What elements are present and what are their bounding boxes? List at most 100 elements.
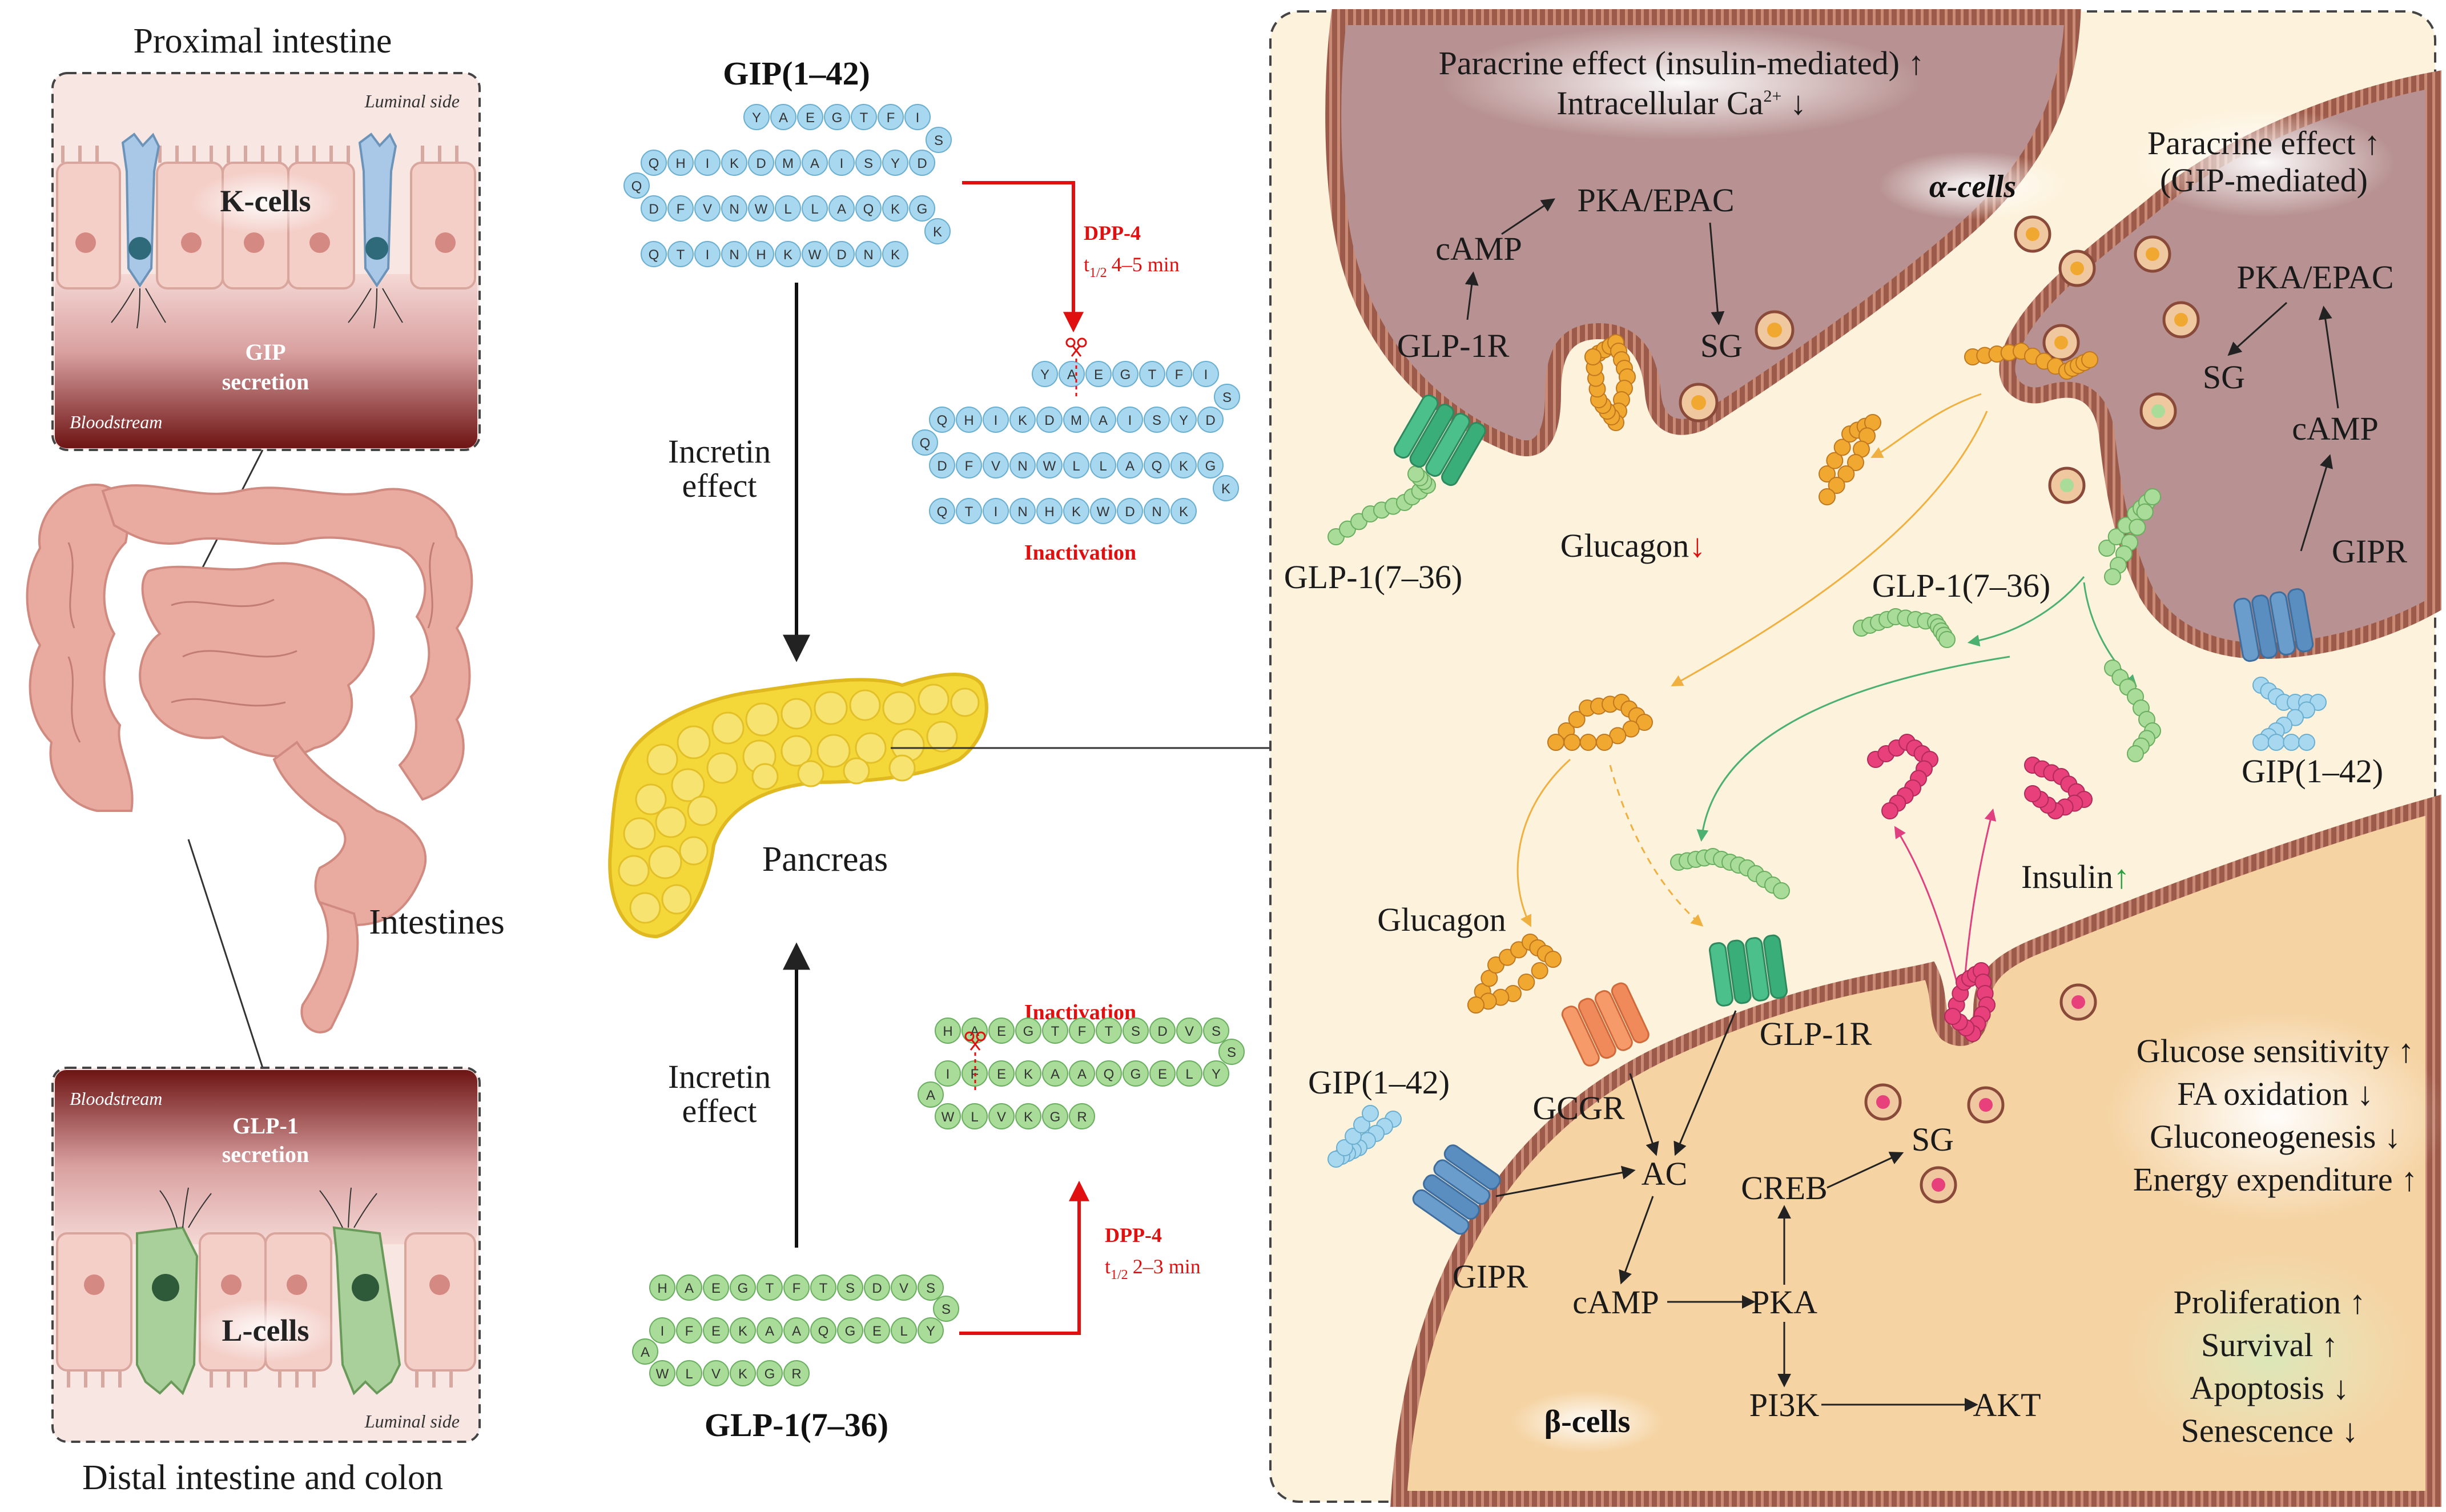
svg-text:Y: Y bbox=[891, 156, 900, 171]
svg-text:Q: Q bbox=[920, 436, 931, 451]
residue: L bbox=[1063, 452, 1089, 478]
svg-text:Q: Q bbox=[818, 1324, 829, 1339]
residue: V bbox=[988, 1103, 1015, 1129]
residue: K bbox=[1015, 1103, 1041, 1129]
svg-text:G: G bbox=[1205, 459, 1216, 474]
residue: Y bbox=[743, 104, 770, 130]
alpha2-arrow-pka-sg bbox=[2227, 301, 2288, 356]
alpha2-arrow-gipr-camp bbox=[2300, 454, 2333, 552]
residue: D bbox=[1197, 407, 1224, 433]
svg-text:A: A bbox=[641, 1345, 650, 1360]
bottom-bloodstream: Bloodstream bbox=[70, 1088, 162, 1109]
residue: G bbox=[837, 1317, 863, 1344]
pancreas-label: Pancreas bbox=[762, 840, 888, 879]
svg-text:V: V bbox=[703, 202, 712, 217]
residue: A bbox=[1042, 1060, 1068, 1087]
svg-text:S: S bbox=[1222, 390, 1232, 405]
hormone-chain bbox=[2252, 677, 2327, 751]
svg-text:Q: Q bbox=[631, 179, 642, 194]
residue: R bbox=[783, 1360, 810, 1386]
hormone-chain bbox=[1670, 848, 1790, 899]
svg-text:K: K bbox=[738, 1324, 747, 1339]
alpha1-pka-epac: PKA/EPAC bbox=[1577, 182, 1734, 219]
svg-text:K: K bbox=[933, 224, 942, 240]
alpha1-camp: cAMP bbox=[1435, 230, 1522, 267]
svg-text:G: G bbox=[765, 1366, 775, 1382]
glp1-dpp4-arrow bbox=[959, 1180, 1089, 1335]
residue: I bbox=[1117, 407, 1143, 433]
svg-text:T: T bbox=[965, 504, 973, 520]
residue: Q bbox=[641, 241, 667, 267]
svg-text:N: N bbox=[729, 202, 739, 217]
residue: H bbox=[1036, 498, 1063, 524]
hormone-chain bbox=[2024, 757, 2093, 819]
k-cell-secretion-lines bbox=[111, 288, 403, 329]
residue: K bbox=[1170, 498, 1197, 524]
svg-text:G: G bbox=[738, 1281, 749, 1296]
residue: S bbox=[918, 1274, 944, 1301]
residue: A bbox=[1069, 1060, 1095, 1087]
residue: R bbox=[1069, 1103, 1095, 1129]
svg-text:E: E bbox=[997, 1067, 1006, 1082]
svg-text:H: H bbox=[675, 156, 685, 171]
svg-text:T: T bbox=[766, 1281, 774, 1296]
svg-text:T: T bbox=[677, 247, 685, 263]
residue: N bbox=[1009, 452, 1036, 478]
residue: E bbox=[703, 1317, 729, 1344]
svg-text:I: I bbox=[994, 413, 998, 428]
glp1-title: GLP-1(7–36) bbox=[705, 1406, 888, 1443]
alpha2-arrow-camp-pka bbox=[2318, 305, 2339, 409]
svg-text:K: K bbox=[738, 1366, 747, 1382]
svg-text:V: V bbox=[997, 1109, 1006, 1125]
residue: K bbox=[730, 1360, 756, 1386]
residue: I bbox=[1193, 361, 1219, 387]
residue: K bbox=[1170, 452, 1197, 478]
svg-text:E: E bbox=[997, 1024, 1006, 1039]
residue: D bbox=[828, 241, 855, 267]
svg-text:A: A bbox=[1125, 459, 1135, 474]
residue: Y bbox=[1170, 407, 1197, 433]
residue: T bbox=[757, 1274, 783, 1301]
svg-text:G: G bbox=[1131, 1067, 1141, 1082]
glp1-left-label: GLP-1(7–36) bbox=[1284, 558, 1463, 596]
alpha1-glp1r-receptor bbox=[1393, 394, 1486, 486]
glp1-dpp4-label: DPP-4 bbox=[1105, 1224, 1162, 1246]
glp1-secretion-1: GLP-1 bbox=[232, 1113, 299, 1139]
residue: N bbox=[1144, 498, 1170, 524]
residue: F bbox=[956, 452, 982, 478]
residue: Q bbox=[1144, 452, 1170, 478]
distal-intestine-title: Distal intestine and colon bbox=[82, 1458, 443, 1497]
residue: V bbox=[983, 452, 1009, 478]
svg-text:T: T bbox=[1051, 1024, 1060, 1039]
bottom-luminal-side: Luminal side bbox=[364, 1411, 460, 1431]
alpha2-secretory-granules bbox=[2014, 215, 2200, 504]
svg-text:S: S bbox=[1227, 1045, 1236, 1060]
residue: S bbox=[926, 127, 952, 153]
svg-text:K: K bbox=[730, 156, 739, 171]
alpha1-sg: SG bbox=[1700, 327, 1743, 364]
svg-text:M: M bbox=[782, 156, 794, 171]
svg-text:E: E bbox=[872, 1324, 882, 1339]
svg-text:A: A bbox=[926, 1088, 935, 1103]
svg-text:L: L bbox=[971, 1109, 978, 1125]
svg-text:I: I bbox=[1128, 413, 1132, 428]
residue: L bbox=[676, 1360, 702, 1386]
svg-text:A: A bbox=[1099, 413, 1108, 428]
bottom-nuclei bbox=[84, 1274, 450, 1295]
svg-text:D: D bbox=[917, 156, 927, 171]
camp-beta-label: cAMP bbox=[1572, 1284, 1659, 1321]
alpha1-effect-1: Paracrine effect (insulin-mediated) ↑ bbox=[1439, 45, 1925, 82]
gip-secretion-2: secretion bbox=[222, 369, 309, 395]
residue: L bbox=[775, 195, 801, 222]
gcgr-label: GCGR bbox=[1532, 1089, 1624, 1127]
svg-text:K: K bbox=[1024, 1067, 1033, 1082]
residue: W bbox=[649, 1360, 675, 1386]
residue: I bbox=[983, 498, 1009, 524]
beta-metabolic-effects: Glucose sensitivity ↑FA oxidation ↓Gluco… bbox=[2133, 1032, 2417, 1198]
svg-text:G: G bbox=[917, 202, 928, 217]
effect-item: Energy expenditure ↑ bbox=[2133, 1161, 2417, 1198]
k-cells-label: K-cells bbox=[220, 184, 311, 218]
residue: E bbox=[864, 1317, 890, 1344]
